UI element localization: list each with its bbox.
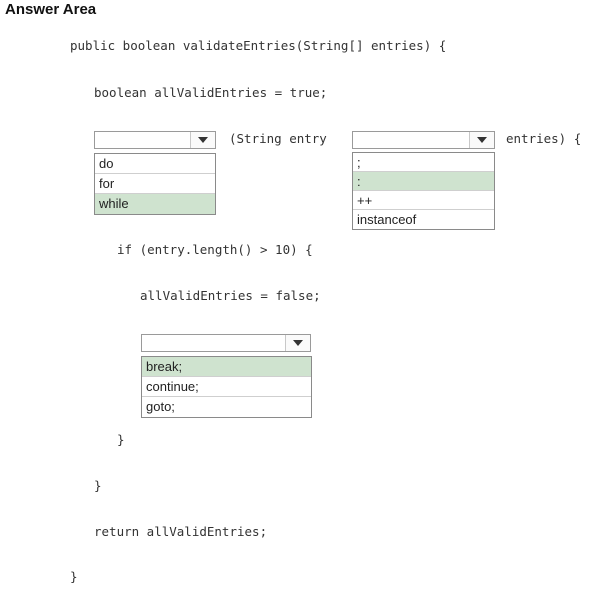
loop-keyword-dropdown[interactable] xyxy=(94,131,216,149)
code-if-statement: if (entry.length() > 10) { xyxy=(117,242,313,257)
code-close-if: } xyxy=(117,432,125,447)
loop-keyword-option-while[interactable]: while xyxy=(95,194,215,214)
jump-statement-option-goto[interactable]: goto; xyxy=(146,399,175,414)
code-method-signature: public boolean validateEntries(String[] … xyxy=(70,38,447,53)
loop-operator-option-colon[interactable]: : xyxy=(353,172,494,191)
loop-operator-option-semicolon[interactable]: ; xyxy=(353,153,494,172)
loop-operator-dropdown[interactable] xyxy=(352,131,495,149)
code-loop-end: entries) { xyxy=(506,131,582,146)
code-close-loop: } xyxy=(94,478,102,493)
code-close-method: } xyxy=(70,569,78,584)
jump-statement-option-break[interactable]: break; xyxy=(142,357,311,377)
jump-statement-options: break; continue; goto; xyxy=(141,356,312,418)
answer-area-title: Answer Area xyxy=(5,1,97,18)
code-assignment: allValidEntries = false; xyxy=(140,288,321,303)
loop-keyword-option-for[interactable]: for xyxy=(95,174,215,194)
code-return-statement: return allValidEntries; xyxy=(94,524,268,539)
loop-keyword-options: do for while xyxy=(94,153,216,215)
chevron-down-icon[interactable] xyxy=(190,132,215,148)
code-loop-variable: (String entry xyxy=(229,131,327,146)
loop-keyword-option-do[interactable]: do xyxy=(95,154,215,174)
jump-statement-dropdown[interactable] xyxy=(141,334,311,352)
loop-operator-options: ; : ++ instanceof xyxy=(352,152,495,230)
loop-operator-option-instanceof[interactable]: instanceof xyxy=(357,212,417,227)
chevron-down-icon[interactable] xyxy=(469,132,494,148)
code-boolean-declaration: boolean allValidEntries = true; xyxy=(94,85,328,100)
loop-operator-option-increment[interactable]: ++ xyxy=(353,191,494,210)
chevron-down-icon[interactable] xyxy=(285,335,310,351)
jump-statement-option-continue[interactable]: continue; xyxy=(142,377,311,397)
